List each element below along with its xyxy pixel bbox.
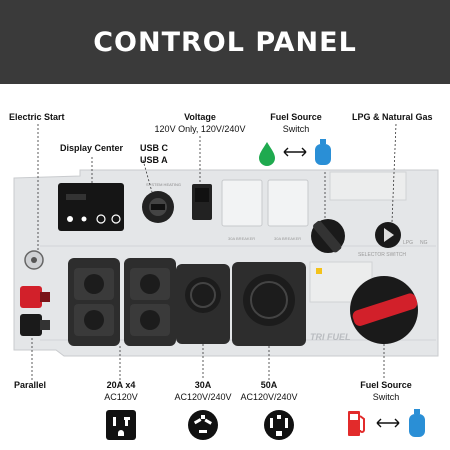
usb-a-label: USB A xyxy=(140,155,168,165)
fuel-source-top-sub-label: Switch xyxy=(282,124,310,134)
double-arrow-icon xyxy=(283,147,307,157)
system-heating-text: SYSTEM HEATING xyxy=(146,182,181,187)
outlet-30a-icon xyxy=(188,410,218,440)
outlet-30a-sub-label: AC120V/240V xyxy=(174,392,232,402)
outlet-20a-icon xyxy=(106,410,136,440)
outlet-20a-sub-label: AC120V xyxy=(104,392,138,402)
parallel-label: Parallel xyxy=(14,380,47,390)
svg-text:30A BREAKER: 30A BREAKER xyxy=(228,236,255,241)
fuel-source-bottom-sub-label: Switch xyxy=(372,392,400,402)
fuel-source-top-label: Fuel Source xyxy=(270,112,322,122)
page-title: CONTROL PANEL xyxy=(93,26,357,58)
outlet-50a xyxy=(232,262,306,346)
gas-drop-icon xyxy=(259,142,275,166)
display-center-label: Display Center xyxy=(60,143,124,153)
parallel-port-black xyxy=(20,314,42,336)
usb-c-label: USB C xyxy=(140,143,169,153)
electric-start-label: Electric Start xyxy=(9,112,65,122)
lpg-ng-label: LPG & Natural Gas xyxy=(352,112,433,122)
header-banner: CONTROL PANEL xyxy=(0,0,450,84)
svg-text:LPG: LPG xyxy=(403,240,413,246)
outlet-30a-label: 30A xyxy=(194,380,212,390)
outlet-50a-sub-label: AC120V/240V xyxy=(240,392,298,402)
voltage-sub-label: 120V Only, 120V/240V xyxy=(154,124,246,134)
voltage-label: Voltage xyxy=(184,112,216,122)
outlet-50a-label: 50A xyxy=(260,380,278,390)
double-arrow-icon xyxy=(376,418,400,428)
propane-tank-icon xyxy=(409,409,425,437)
outlets-20a xyxy=(68,258,176,346)
display-center xyxy=(58,183,124,231)
fuel-pump-icon xyxy=(348,411,365,436)
parallel-port-red xyxy=(20,286,42,308)
outlet-30a xyxy=(176,264,230,344)
fuel-source-bottom-label: Fuel Source xyxy=(360,380,412,390)
outlet-50a-icon xyxy=(264,410,294,440)
svg-text:30A BREAKER: 30A BREAKER xyxy=(274,236,301,241)
outlet-20a-label: 20A x4 xyxy=(106,380,136,390)
svg-text:SELECTOR SWITCH: SELECTOR SWITCH xyxy=(358,252,406,258)
propane-tank-icon xyxy=(315,139,331,165)
brand-text: TRI FUEL xyxy=(310,332,351,342)
svg-text:NG: NG xyxy=(420,240,428,246)
